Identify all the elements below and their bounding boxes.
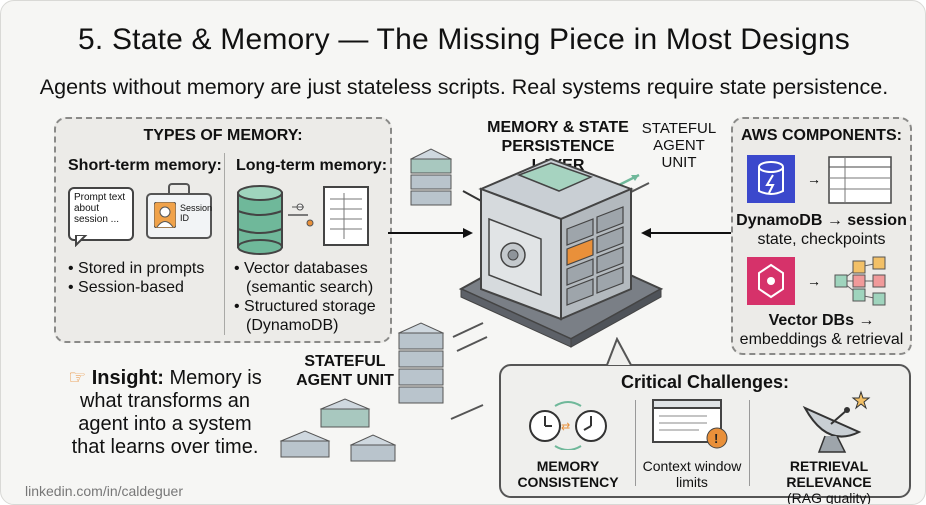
long-term-bullet: • Vector databases bbox=[234, 260, 368, 277]
challenge-divider bbox=[749, 400, 750, 486]
stateful-agent-unit-top-label: STATEFUL AGENT UNIT bbox=[641, 120, 717, 171]
footer-link[interactable]: linkedin.com/in/caldeguer bbox=[25, 483, 183, 499]
server-stack-bottom-icon bbox=[397, 322, 445, 404]
types-of-memory-heading: TYPES OF MEMORY: bbox=[143, 127, 303, 144]
svg-text:→: → bbox=[807, 273, 821, 289]
short-term-heading: Short-term memory: bbox=[68, 157, 222, 174]
slide-subtitle: Agents without memory are just stateless… bbox=[39, 75, 889, 99]
callout-tail bbox=[606, 337, 632, 366]
panel-divider bbox=[224, 153, 225, 335]
svg-text:⇄: ⇄ bbox=[561, 421, 570, 433]
long-term-bullet: (DynamoDB) bbox=[246, 317, 339, 334]
pointing-hand-icon: ☞ bbox=[68, 367, 87, 389]
session-id-badge-icon: Session ID bbox=[146, 193, 212, 239]
satellite-dish-icon bbox=[802, 390, 871, 453]
short-term-bullets: • Stored in prompts • Session-based bbox=[68, 259, 204, 297]
slide-title: 5. State & Memory — The Missing Piece in… bbox=[78, 23, 850, 56]
aws-components-heading: AWS COMPONENTS: bbox=[741, 127, 902, 144]
bubble-tail-icon bbox=[75, 235, 88, 247]
svg-text:→: → bbox=[807, 171, 821, 187]
prompt-bubble-icon: Prompt text about session ... bbox=[68, 187, 134, 241]
critical-challenges-heading: Critical Challenges: bbox=[620, 372, 790, 392]
context-window-label: Context window limits bbox=[642, 458, 742, 490]
long-term-bullets: • Vector databases (semantic search) • S… bbox=[234, 259, 376, 335]
short-term-bullet: • Session-based bbox=[68, 279, 184, 296]
server-stack-top-icon bbox=[409, 148, 453, 206]
dynamodb-icon: → bbox=[747, 155, 892, 204]
memory-consistency-label: MEMORY CONSISTENCY bbox=[517, 458, 619, 490]
vector-db-description: Vector DBs → embeddings & retrieval bbox=[739, 312, 904, 348]
long-term-bullet: • Structured storage bbox=[234, 298, 376, 315]
svg-text:!: ! bbox=[714, 431, 718, 446]
retrieval-relevance-label: RETRIEVAL RELEVANCE (RAG quality) bbox=[786, 458, 872, 505]
context-window-warning-icon: ! bbox=[652, 399, 728, 449]
types-of-memory-panel: TYPES OF MEMORY: Short-term memory: Long… bbox=[54, 117, 392, 343]
short-term-bullet: • Stored in prompts bbox=[68, 260, 205, 277]
long-term-heading: Long-term memory: bbox=[236, 157, 388, 174]
database-documents-icon bbox=[237, 185, 369, 255]
challenge-divider bbox=[635, 400, 636, 486]
aws-components-panel: AWS COMPONENTS: → DynamoDB → session sta… bbox=[731, 117, 912, 355]
insight-callout: ☞ Insight: Memory is what transforms an … bbox=[68, 367, 262, 458]
vector-db-icon: → bbox=[747, 256, 886, 306]
badge-clip bbox=[168, 183, 190, 195]
critical-challenges-panel: Critical Challenges: ⇄ MEMORY CONSISTENC… bbox=[499, 364, 911, 504]
stateful-agent-unit-bottom-label: STATEFUL AGENT UNIT bbox=[296, 353, 394, 389]
clock-sync-icon: ⇄ bbox=[529, 401, 607, 450]
memory-vault-illustration bbox=[279, 148, 736, 462]
dynamodb-description: DynamoDB → session state, checkpoints bbox=[736, 212, 907, 248]
long-term-bullet: (semantic search) bbox=[246, 279, 374, 296]
